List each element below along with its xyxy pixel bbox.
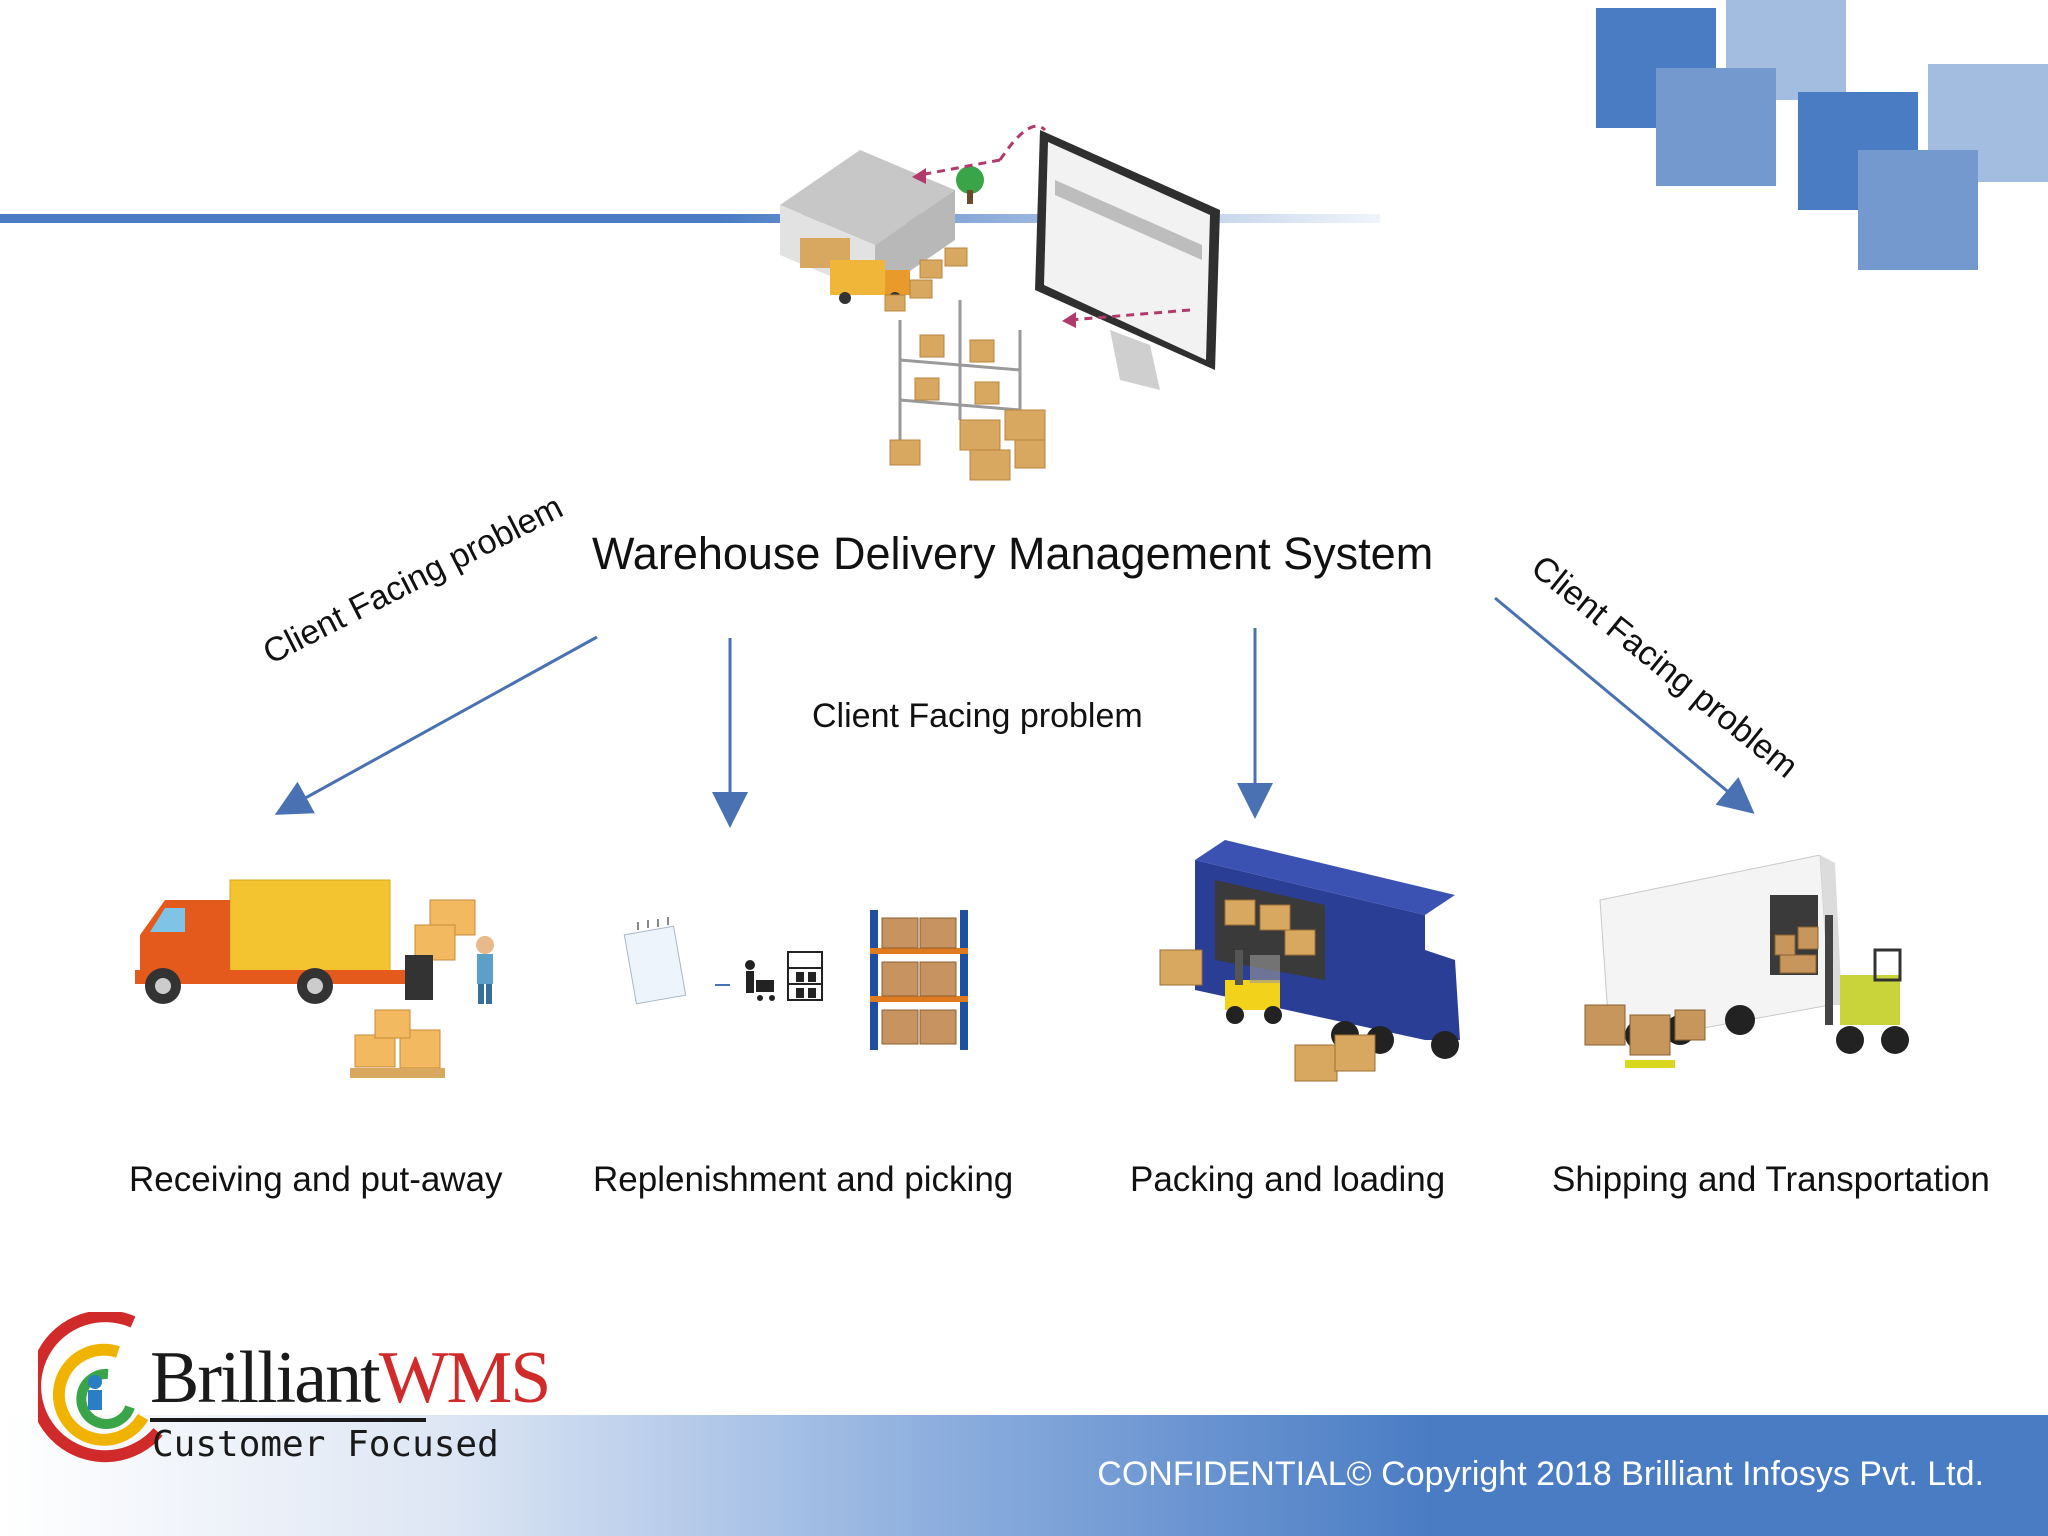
decorative-squares	[1596, 0, 2048, 270]
warehouse-computer-icon	[780, 124, 1220, 481]
shelf-icon	[787, 951, 823, 1001]
forklift	[1225, 950, 1282, 1024]
stage-label-packing: Packing and loading	[1130, 1160, 1446, 1199]
forklift-trailer-icon	[1584, 855, 1909, 1068]
deco-square	[1656, 68, 1776, 186]
brilliant-logo-icon	[38, 1312, 163, 1463]
storage-racks	[889, 300, 1046, 481]
footer-bar	[0, 1415, 2048, 1536]
logo-tagline: Customer Focused	[152, 1424, 499, 1465]
header-rule	[0, 214, 1380, 223]
worker-cart-icon	[745, 960, 775, 1001]
stage-label-receiving: Receiving and put-away	[129, 1160, 503, 1199]
stage-label-replenishment: Replenishment and picking	[593, 1160, 1014, 1199]
picking-process-icon	[623, 910, 968, 1050]
pallet-rack-icon	[870, 910, 968, 1050]
boxes	[884, 247, 968, 312]
delivery-truck-icon	[135, 879, 494, 1078]
notepad-icon	[623, 917, 687, 1005]
dashed-arrow	[1069, 308, 1191, 322]
arrow-to-shipping	[1494, 596, 1755, 814]
forklift	[1825, 915, 1909, 1054]
dashed-arrow	[998, 124, 1047, 161]
semi-truck-loading-icon	[1159, 840, 1460, 1082]
edge-label-middle: Client Facing problem	[812, 697, 1143, 735]
logo-divider	[150, 1418, 426, 1422]
diagram-title: Warehouse Delivery Management System	[592, 528, 1434, 579]
deco-square	[1858, 150, 1978, 270]
small-truck	[830, 260, 910, 304]
copyright-text: CONFIDENTIAL© Copyright 2018 Brilliant I…	[1097, 1455, 1984, 1493]
logo-name: BrilliantWMS	[150, 1337, 551, 1419]
stage-label-shipping: Shipping and Transportation	[1552, 1160, 1990, 1199]
arrow-to-receiving	[274, 635, 598, 815]
